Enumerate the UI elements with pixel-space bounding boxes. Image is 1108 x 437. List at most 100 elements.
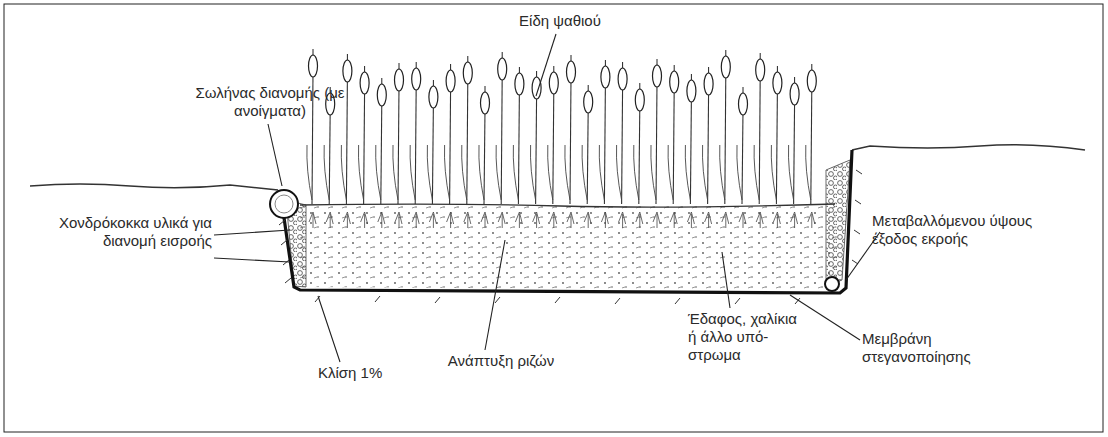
plant-stroke (498, 212, 505, 228)
plant-stroke (548, 145, 553, 200)
water-surface (300, 204, 835, 207)
plant-stroke (725, 50, 726, 56)
plant-stroke (553, 66, 554, 72)
plant-stroke (720, 145, 725, 200)
callout-label: Σωλήνας διανομής (με ανοίγματα) (190, 84, 350, 120)
plant-stroke (429, 86, 438, 108)
plant-stroke (410, 145, 415, 200)
plant-stroke (550, 212, 557, 228)
plant-stroke (721, 56, 730, 78)
plant-stroke (739, 93, 748, 115)
plant-stroke (777, 66, 778, 72)
callout-label: Κλίση 1% (318, 364, 418, 382)
plant-stroke (412, 212, 419, 228)
plant-stroke (657, 59, 658, 65)
callout-label: Μεταβαλλόμενου ύψους έξοδος εκροής (872, 212, 1077, 248)
plant-stroke (790, 83, 799, 105)
plant-stroke (588, 85, 589, 91)
plant-stroke (690, 97, 691, 204)
plant-stroke (653, 65, 662, 87)
plant-stroke (429, 212, 436, 228)
callout-label: Είδη ψαθιού (500, 12, 620, 30)
plant-stroke (393, 145, 398, 200)
plant-stroke (756, 212, 763, 228)
plant-stroke (498, 58, 507, 80)
plant-stroke (794, 77, 795, 83)
plant-stroke (416, 62, 417, 68)
plant-stroke (601, 212, 608, 228)
plant-stroke (725, 73, 726, 204)
plant-stroke (398, 86, 399, 204)
plant-stroke (502, 52, 503, 58)
plant-stroke (616, 145, 621, 200)
plant-stroke (484, 109, 485, 204)
plant-stroke (622, 85, 623, 204)
plant-stroke (737, 145, 742, 200)
plant-stroke (791, 212, 798, 228)
plant-stroke (395, 212, 402, 228)
ground-right (852, 145, 1085, 150)
plant-stroke (691, 74, 692, 80)
plant-stroke (651, 145, 656, 200)
plant-stroke (313, 49, 314, 55)
plant-stroke (485, 86, 486, 92)
plant-stroke (760, 53, 761, 59)
plant-stroke (674, 65, 675, 71)
plant-stroke (343, 60, 352, 82)
plant-stroke (309, 212, 316, 228)
plant-stroke (771, 145, 776, 200)
plant-stroke (536, 71, 537, 77)
plant-stroke (605, 60, 606, 66)
plant-stroke (807, 70, 816, 92)
plant-stroke (754, 145, 759, 200)
plant-stroke (708, 67, 709, 73)
plant-stroke (358, 145, 363, 200)
plant-stroke (571, 55, 572, 61)
outlet-pipe (825, 277, 839, 291)
plant-stroke (376, 145, 381, 200)
plant-stroke (481, 212, 488, 228)
plant-stroke (776, 89, 777, 204)
callout-label: Έδαφος, χαλίκια ή άλλο υπό- στρωμα (688, 310, 806, 364)
plant-stroke (565, 145, 570, 200)
plant-stroke (622, 62, 623, 68)
plant-stroke (467, 79, 468, 204)
plant-stroke (599, 145, 604, 200)
plant-stroke (450, 64, 451, 70)
plant-stroke (668, 145, 673, 200)
plant-stroke (756, 59, 765, 81)
plant-stroke (324, 145, 329, 200)
plant-stroke (639, 83, 640, 89)
ground-left (30, 184, 278, 190)
plant-stroke (515, 212, 522, 228)
plant-stroke (670, 71, 679, 93)
plant-stroke (450, 87, 451, 204)
plant-stroke (687, 212, 694, 228)
plant-stroke (635, 89, 644, 111)
plant-stroke (670, 212, 677, 228)
plant-stroke (395, 69, 404, 91)
plant-stroke (639, 106, 640, 204)
plant-stroke (307, 145, 312, 200)
plant-stroke (584, 91, 593, 113)
plant-stroke (378, 212, 385, 228)
plant-stroke (415, 85, 416, 204)
plant-stroke (360, 72, 369, 94)
plant-stroke (549, 72, 558, 94)
plant-stroke (811, 87, 812, 204)
plant-stroke (381, 78, 382, 84)
plant-stroke (533, 212, 540, 228)
plant-stroke (708, 90, 709, 204)
plant-stroke (742, 110, 743, 204)
substrate (300, 205, 840, 290)
plant-stroke (513, 145, 518, 200)
plant-stroke (530, 145, 535, 200)
plant-stroke (446, 70, 455, 92)
plant-stroke (567, 61, 576, 83)
plant-stroke (309, 55, 318, 77)
plant-stroke (618, 68, 627, 90)
plant-stroke (501, 75, 502, 204)
plant-stroke (462, 145, 467, 200)
plant-stroke (788, 145, 793, 200)
callout-label: Ανάπτυξη ριζών (436, 352, 566, 370)
